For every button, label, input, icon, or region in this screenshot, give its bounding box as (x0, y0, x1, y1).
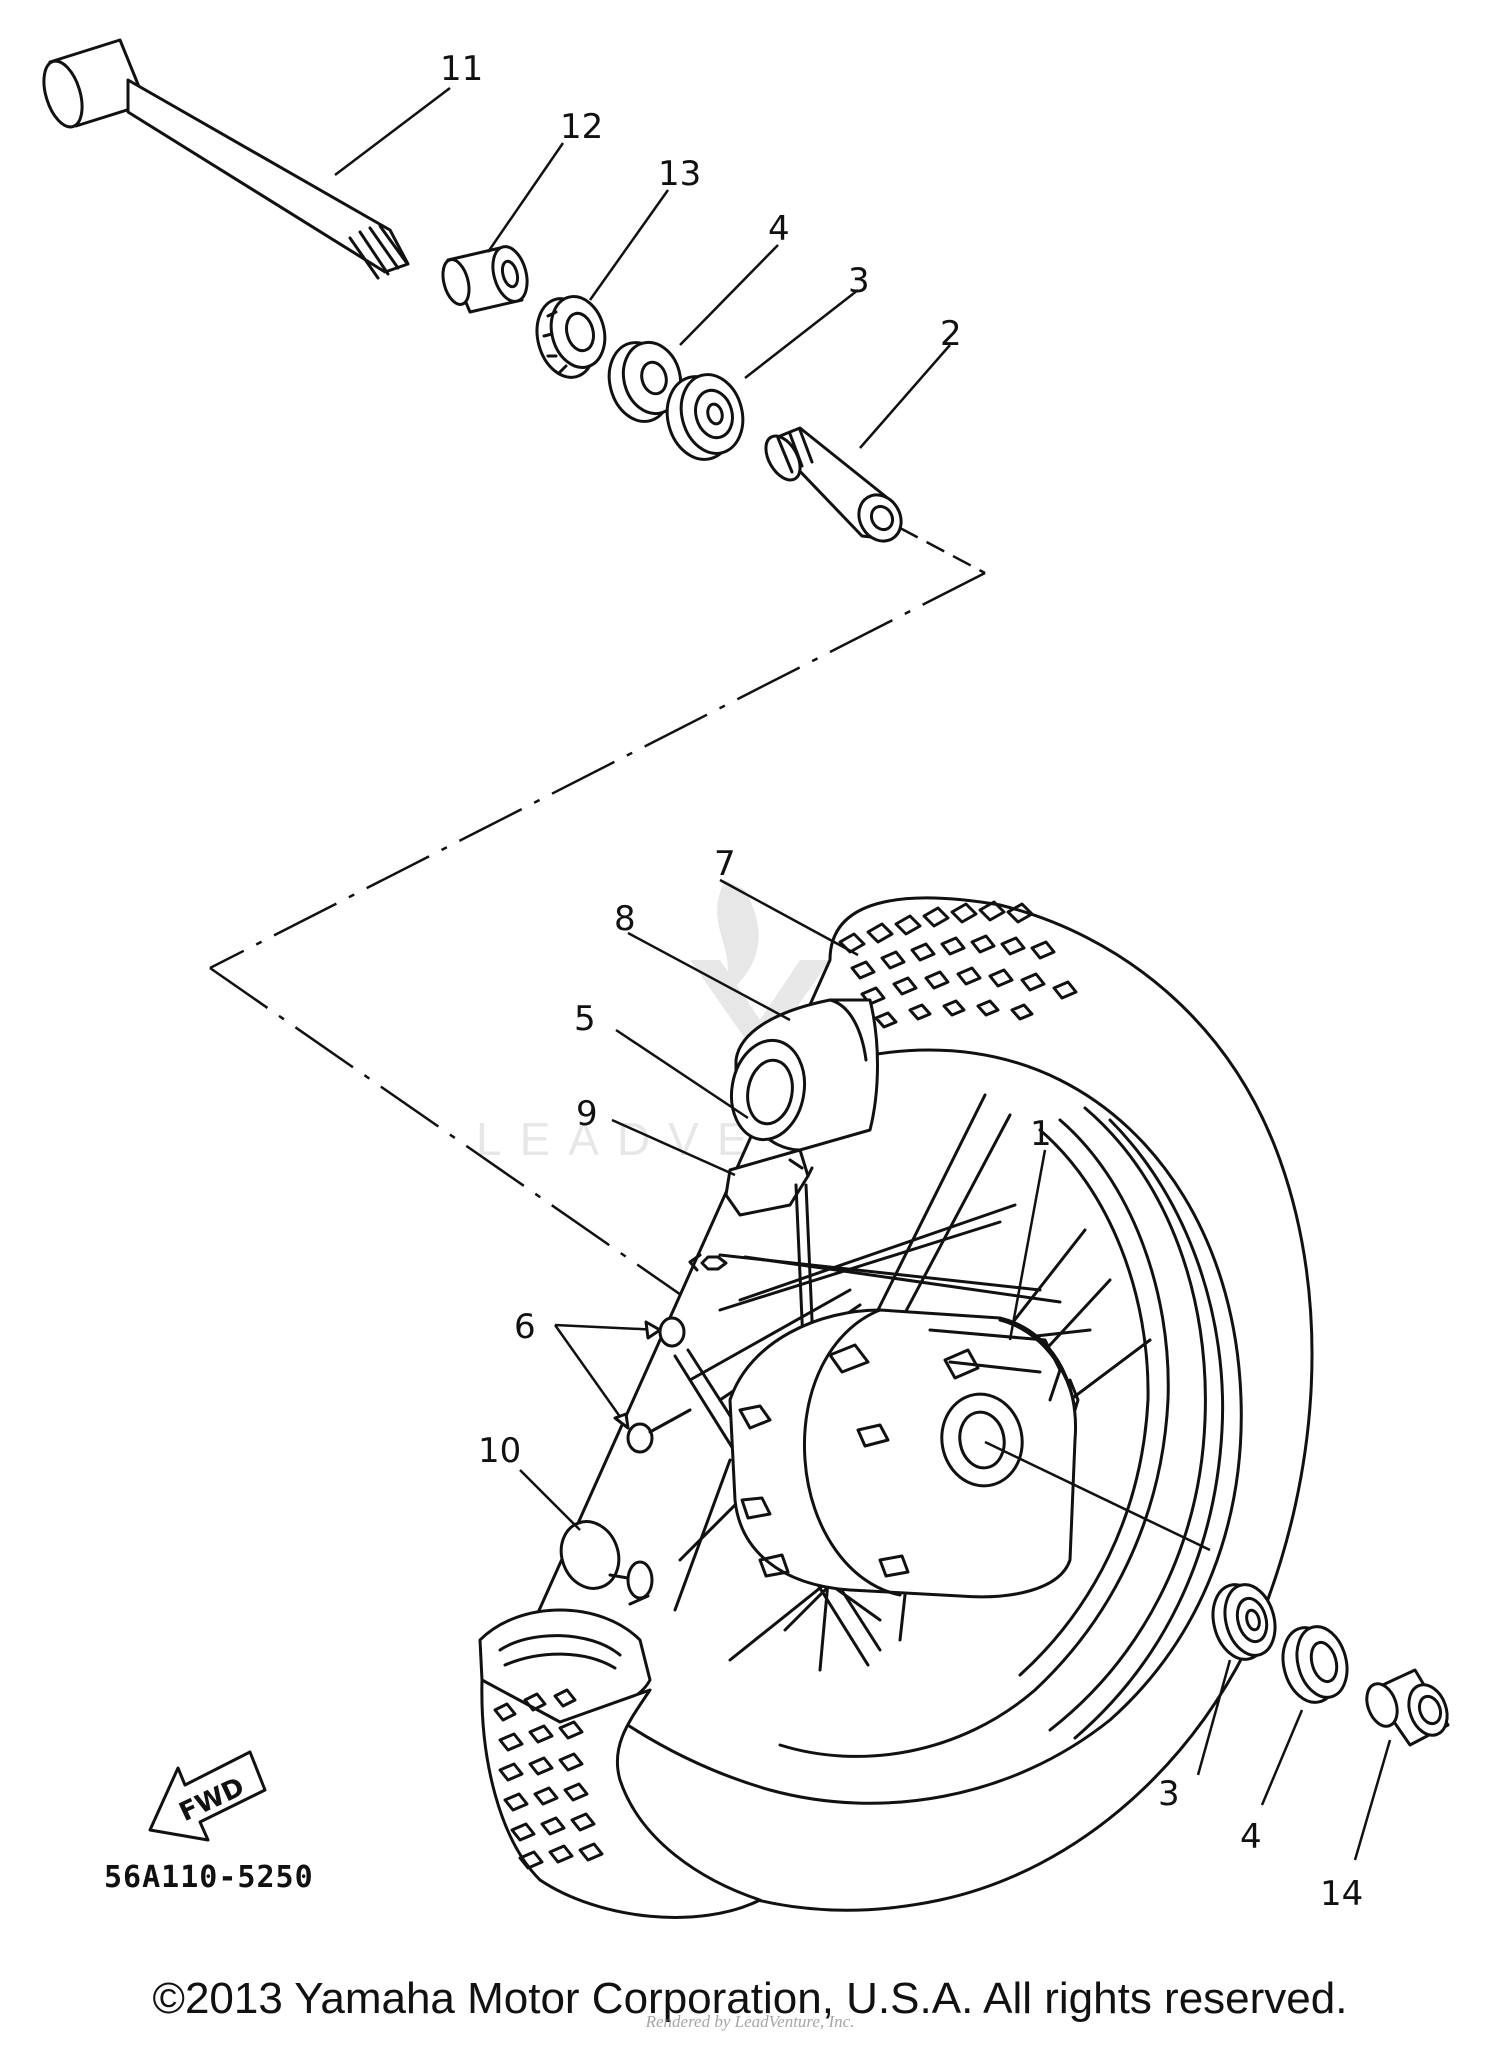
callout-6: 6 (514, 1307, 536, 1347)
callout-4-bottom: 4 (1240, 1817, 1262, 1857)
axle-icon[interactable] (37, 38, 410, 280)
diagram-code: 56A110-5250 (104, 1860, 314, 1895)
callout-3-top: 3 (848, 261, 870, 301)
watermark-credit: Rendered by LeadVenture, Inc. (645, 2012, 855, 2031)
callout-13: 13 (658, 154, 701, 194)
tread-top (838, 900, 1078, 1029)
bearing-icon[interactable] (1205, 1579, 1282, 1666)
axle-collar-icon[interactable] (438, 243, 532, 314)
callout-12: 12 (560, 107, 603, 147)
right-collar-icon[interactable] (1361, 1668, 1453, 1747)
oil-seal-icon[interactable] (601, 336, 689, 429)
wheel-hub-icon[interactable] (728, 1308, 1080, 1599)
fwd-arrow-icon: FWD (148, 1750, 267, 1842)
callout-2: 2 (940, 314, 962, 354)
callout-10: 10 (478, 1431, 521, 1471)
callout-8: 8 (614, 899, 636, 939)
spoke-nipple-icon (626, 1316, 692, 1454)
callout-7: 7 (714, 844, 736, 884)
rim-lock-icon[interactable] (724, 1148, 814, 1217)
tire-lower (480, 1678, 762, 1919)
collar-icon[interactable] (759, 426, 909, 549)
rim-band-icon[interactable] (724, 998, 879, 1152)
callout-11: 11 (440, 49, 483, 89)
oil-seal-icon[interactable] (1275, 1621, 1354, 1708)
callout-5: 5 (574, 999, 596, 1039)
copyright-notice: ©2013 Yamaha Motor Corporation, U.S.A. A… (152, 1974, 1348, 2023)
callout-1: 1 (1030, 1114, 1052, 1154)
valve-icon[interactable] (552, 1513, 654, 1606)
callout-9: 9 (576, 1094, 598, 1134)
bearing-icon[interactable] (658, 368, 751, 467)
callout-3-bottom: 3 (1158, 1774, 1180, 1814)
callout-14: 14 (1320, 1874, 1363, 1914)
meter-gear-icon[interactable] (529, 290, 613, 383)
callout-4-top: 4 (768, 209, 790, 249)
